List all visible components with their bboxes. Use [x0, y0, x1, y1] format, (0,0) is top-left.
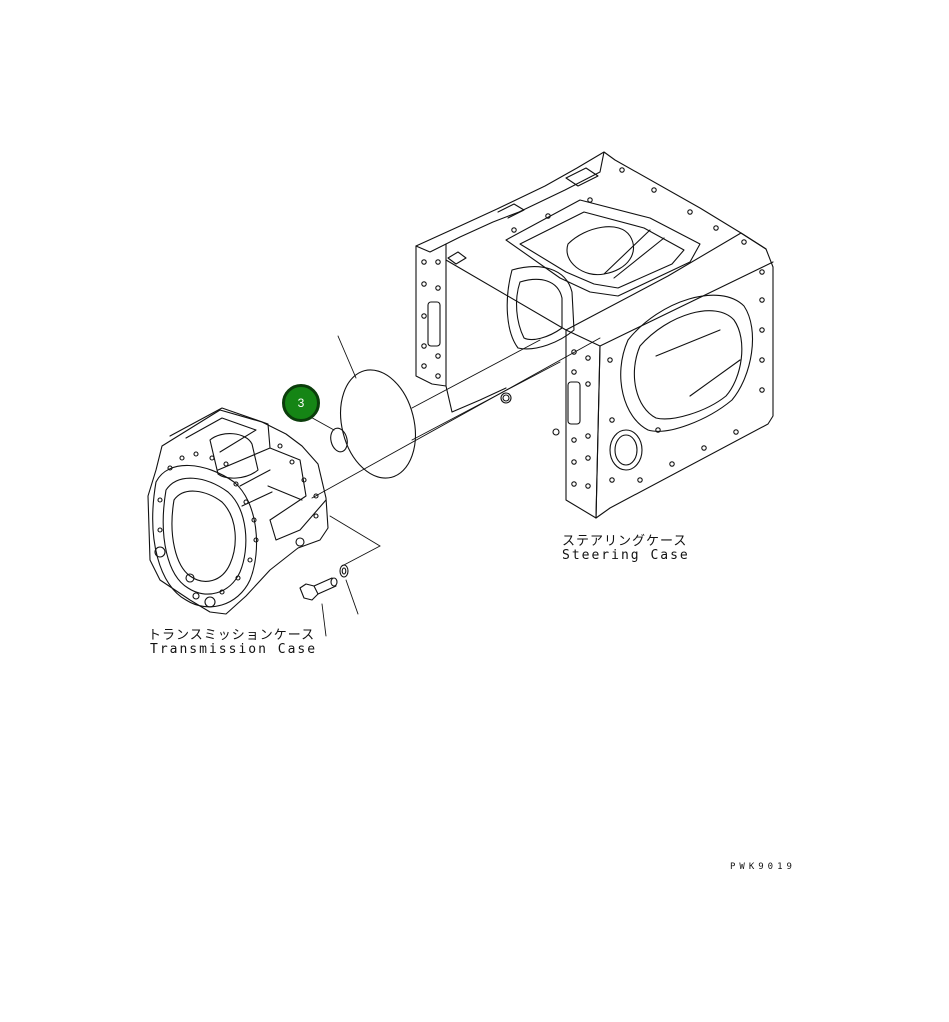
transmission-case-label-jp: トランスミッションケース [148, 628, 316, 643]
steering-case-label-en: Steering Case [562, 548, 690, 563]
callout-number: 3 [297, 396, 305, 410]
leader-lines [298, 336, 600, 636]
bolt [300, 578, 337, 600]
gasket-ring [330, 362, 426, 486]
o-ring [328, 426, 349, 453]
steering-case-label-jp: ステアリングケース [562, 534, 688, 549]
drawing-code: PWK9019 [730, 862, 796, 872]
washer [340, 565, 348, 577]
callout-3[interactable]: 3 [282, 384, 320, 422]
steering-case-drawing [416, 152, 773, 518]
transmission-case-drawing [148, 408, 328, 614]
transmission-case-label-en: Transmission Case [150, 642, 318, 657]
